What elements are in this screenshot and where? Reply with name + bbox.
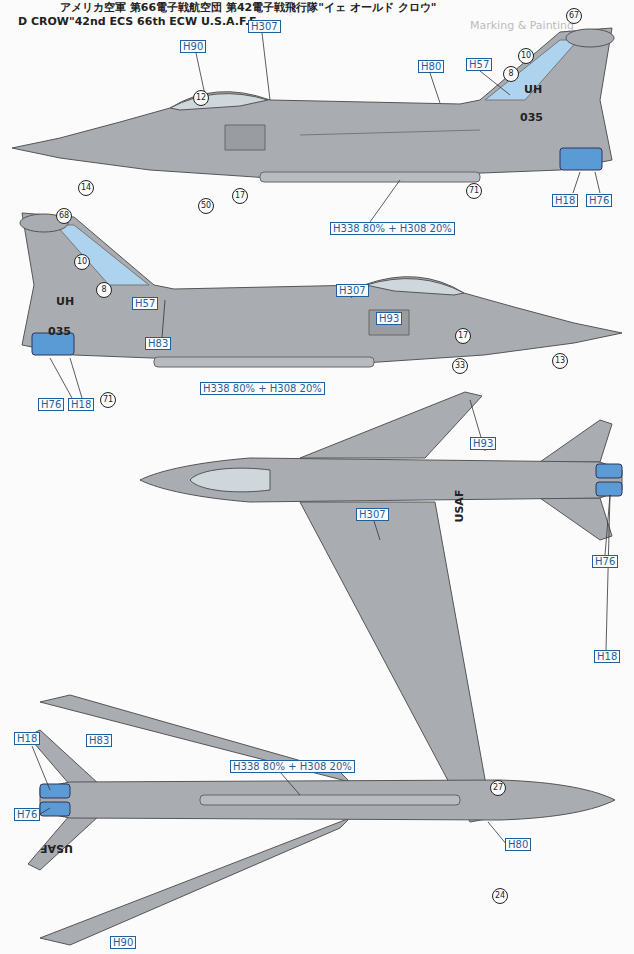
callout-number: 14 <box>78 180 94 196</box>
callout-number: 33 <box>452 358 468 374</box>
callout-number: 10 <box>518 48 534 64</box>
section-heading: Marking & Painting <box>470 20 574 32</box>
paint-code: H18 <box>68 398 94 411</box>
marking-label: 035 <box>48 326 71 338</box>
subtitle: D CROW"42nd ECS 66th ECW U.S.A.F.E <box>18 16 257 28</box>
marking-label: USAF <box>40 842 73 854</box>
callout-number: 27 <box>490 780 506 796</box>
callout-number: 13 <box>552 353 568 369</box>
paint-code: H18 <box>14 732 40 745</box>
paint-code: H83 <box>145 337 171 350</box>
bottom-view <box>28 695 615 945</box>
callout-number: 10 <box>74 254 90 270</box>
marking-label: 035 <box>520 112 543 124</box>
marking-label: UH <box>524 84 542 96</box>
callout-number: 67 <box>566 8 582 24</box>
paint-code: H76 <box>586 194 612 207</box>
callout-number: 17 <box>455 328 471 344</box>
paint-code: H83 <box>86 734 112 747</box>
side-view <box>12 28 614 182</box>
leader-lines <box>32 33 610 851</box>
callout-number: 50 <box>198 198 214 214</box>
paint-code: H338 80% + H308 20% <box>200 382 325 395</box>
paint-code: H338 80% + H308 20% <box>330 222 455 235</box>
paint-code: H80 <box>418 60 444 73</box>
paint-code: H90 <box>110 936 136 949</box>
paint-code: H76 <box>592 555 618 568</box>
paint-code: H57 <box>466 58 492 71</box>
marking-label: USAF <box>454 490 466 523</box>
marking-label: UH <box>56 296 74 308</box>
callout-number: 8 <box>96 282 112 298</box>
callout-number: 24 <box>492 888 508 904</box>
paint-code: H80 <box>505 838 531 851</box>
paint-code: H90 <box>180 40 206 53</box>
paint-code: H307 <box>356 508 389 521</box>
side-view-mirrored <box>20 213 622 367</box>
paint-code: H57 <box>132 297 158 310</box>
paint-code: H76 <box>14 808 40 821</box>
paint-code: H76 <box>38 398 64 411</box>
callout-number: 17 <box>232 188 248 204</box>
title: アメリカ空軍 第66電子戦航空団 第42電子戦飛行隊"イェ オールド クロウ" <box>60 2 436 14</box>
top-view <box>140 392 622 822</box>
paint-code: H93 <box>470 437 496 450</box>
callout-number: 8 <box>503 66 519 82</box>
paint-code: H18 <box>594 650 620 663</box>
paint-code: H338 80% + H308 20% <box>230 760 355 773</box>
callout-number: 12 <box>193 90 209 106</box>
paint-code: H307 <box>336 284 369 297</box>
paint-code: H307 <box>248 20 281 33</box>
paint-code: H18 <box>552 194 578 207</box>
paint-code: H93 <box>376 312 402 325</box>
callout-number: 71 <box>100 392 116 408</box>
callout-number: 71 <box>466 183 482 199</box>
callout-number: 68 <box>56 208 72 224</box>
